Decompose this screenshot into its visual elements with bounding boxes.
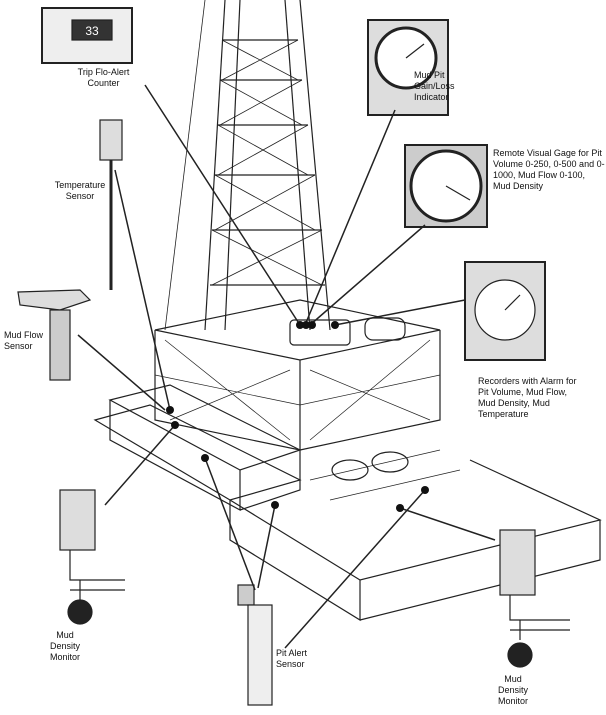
density-monitor-right-device	[499, 529, 570, 668]
svg-text:33: 33	[85, 24, 99, 38]
label-mud-pit-gain-loss: Mud Pit Gain/Loss Indicator	[414, 70, 455, 102]
label-mud-density-monitor-left: Mud Density Monitor	[49, 630, 80, 662]
label-pit-alert-sensor: Pit Alert Sensor	[276, 648, 308, 669]
label-mud-flow-sensor: Mud Flow Sensor	[4, 330, 44, 351]
pit-alert-sensor-device	[237, 584, 273, 706]
recorder-device	[464, 261, 546, 361]
derrick	[164, 0, 331, 331]
pit-gain-loss-gauge	[367, 19, 449, 116]
label-recorders: Recorders with Alarm for Pit Volume, Mud…	[478, 376, 577, 419]
sensor-points	[166, 321, 429, 512]
leader-lines	[77, 84, 496, 649]
mud-flow-sensor-device	[17, 289, 92, 381]
trip-counter-device: 33	[41, 7, 133, 64]
label-remote-visual-gage: Remote Visual Gage for Pit Volume 0-250,…	[493, 148, 605, 191]
label-mud-density-monitor-right: Mud Density Monitor	[497, 674, 528, 706]
label-trip-flo-alert-counter: Trip Flo-Alert Counter	[77, 67, 130, 88]
label-temperature-sensor: Temperature Sensor	[54, 180, 106, 201]
temperature-sensor-device	[99, 119, 123, 290]
mud-pits	[93, 384, 602, 622]
substructure	[154, 299, 441, 451]
density-monitor-left-device	[59, 489, 125, 625]
remote-visual-gage	[404, 144, 488, 228]
